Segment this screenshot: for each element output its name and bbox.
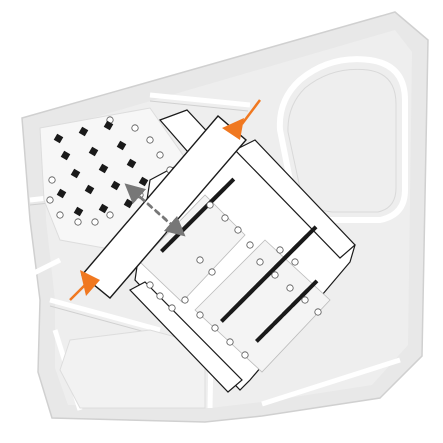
lower-open-area bbox=[59, 329, 206, 409]
tree-dot bbox=[48, 176, 56, 184]
tree-dot bbox=[156, 151, 164, 159]
plaza-block bbox=[53, 133, 64, 144]
tree-dot bbox=[226, 338, 234, 346]
plaza-blocks bbox=[53, 120, 149, 217]
plaza-block bbox=[116, 140, 127, 151]
parking-stripe bbox=[292, 225, 318, 251]
tree-dot bbox=[208, 268, 216, 276]
tree-dot bbox=[196, 256, 204, 264]
tree-dots bbox=[46, 116, 322, 359]
tree-dot bbox=[241, 351, 249, 359]
parking-stripe bbox=[214, 177, 236, 199]
tree-dot bbox=[146, 281, 154, 289]
plaza-block bbox=[78, 126, 89, 137]
east-wing bbox=[233, 139, 356, 259]
tree-dot bbox=[221, 214, 229, 222]
tree-dot bbox=[286, 284, 294, 292]
plaza-block bbox=[56, 188, 67, 199]
tree-dot bbox=[314, 308, 322, 316]
tree-dot bbox=[206, 201, 214, 209]
tree-dot bbox=[291, 258, 299, 266]
tree-dot bbox=[131, 124, 139, 132]
plaza-block bbox=[88, 146, 99, 157]
tree-dot bbox=[74, 218, 82, 226]
tree-dot bbox=[91, 218, 99, 226]
parking-stripes bbox=[160, 177, 319, 343]
tree-dot bbox=[181, 296, 189, 304]
south-wing bbox=[129, 281, 243, 393]
bridge-building bbox=[81, 115, 247, 299]
loop-road-inner bbox=[287, 68, 397, 213]
tree-dot bbox=[156, 292, 164, 300]
plaza-block bbox=[98, 163, 109, 174]
tree-dot bbox=[271, 271, 279, 279]
tree-dot bbox=[301, 296, 309, 304]
plaza-block bbox=[103, 120, 114, 131]
plaza-block bbox=[126, 158, 137, 169]
tree-dot bbox=[246, 241, 254, 249]
tree-dot bbox=[196, 311, 204, 319]
tree-dot bbox=[168, 304, 176, 312]
tree-dot bbox=[56, 211, 64, 219]
plaza-block bbox=[84, 184, 95, 195]
tree-dot bbox=[276, 246, 284, 254]
circulation-arrow-icon bbox=[124, 183, 186, 237]
plaza-block bbox=[98, 203, 109, 214]
tree-dot bbox=[146, 136, 154, 144]
tree-dot bbox=[106, 211, 114, 219]
plaza-block bbox=[73, 206, 84, 217]
entry-arrow-icon bbox=[69, 270, 100, 301]
entry-arrow-icon bbox=[222, 99, 261, 140]
tree-dot bbox=[234, 226, 242, 234]
tree-dot bbox=[211, 324, 219, 332]
tree-dot bbox=[46, 196, 54, 204]
parking-stripe bbox=[300, 279, 319, 298]
tree-dot bbox=[256, 258, 264, 266]
plaza-block bbox=[70, 168, 81, 179]
loop-road bbox=[276, 56, 408, 223]
plaza-block bbox=[110, 180, 121, 191]
plaza-block bbox=[60, 150, 71, 161]
